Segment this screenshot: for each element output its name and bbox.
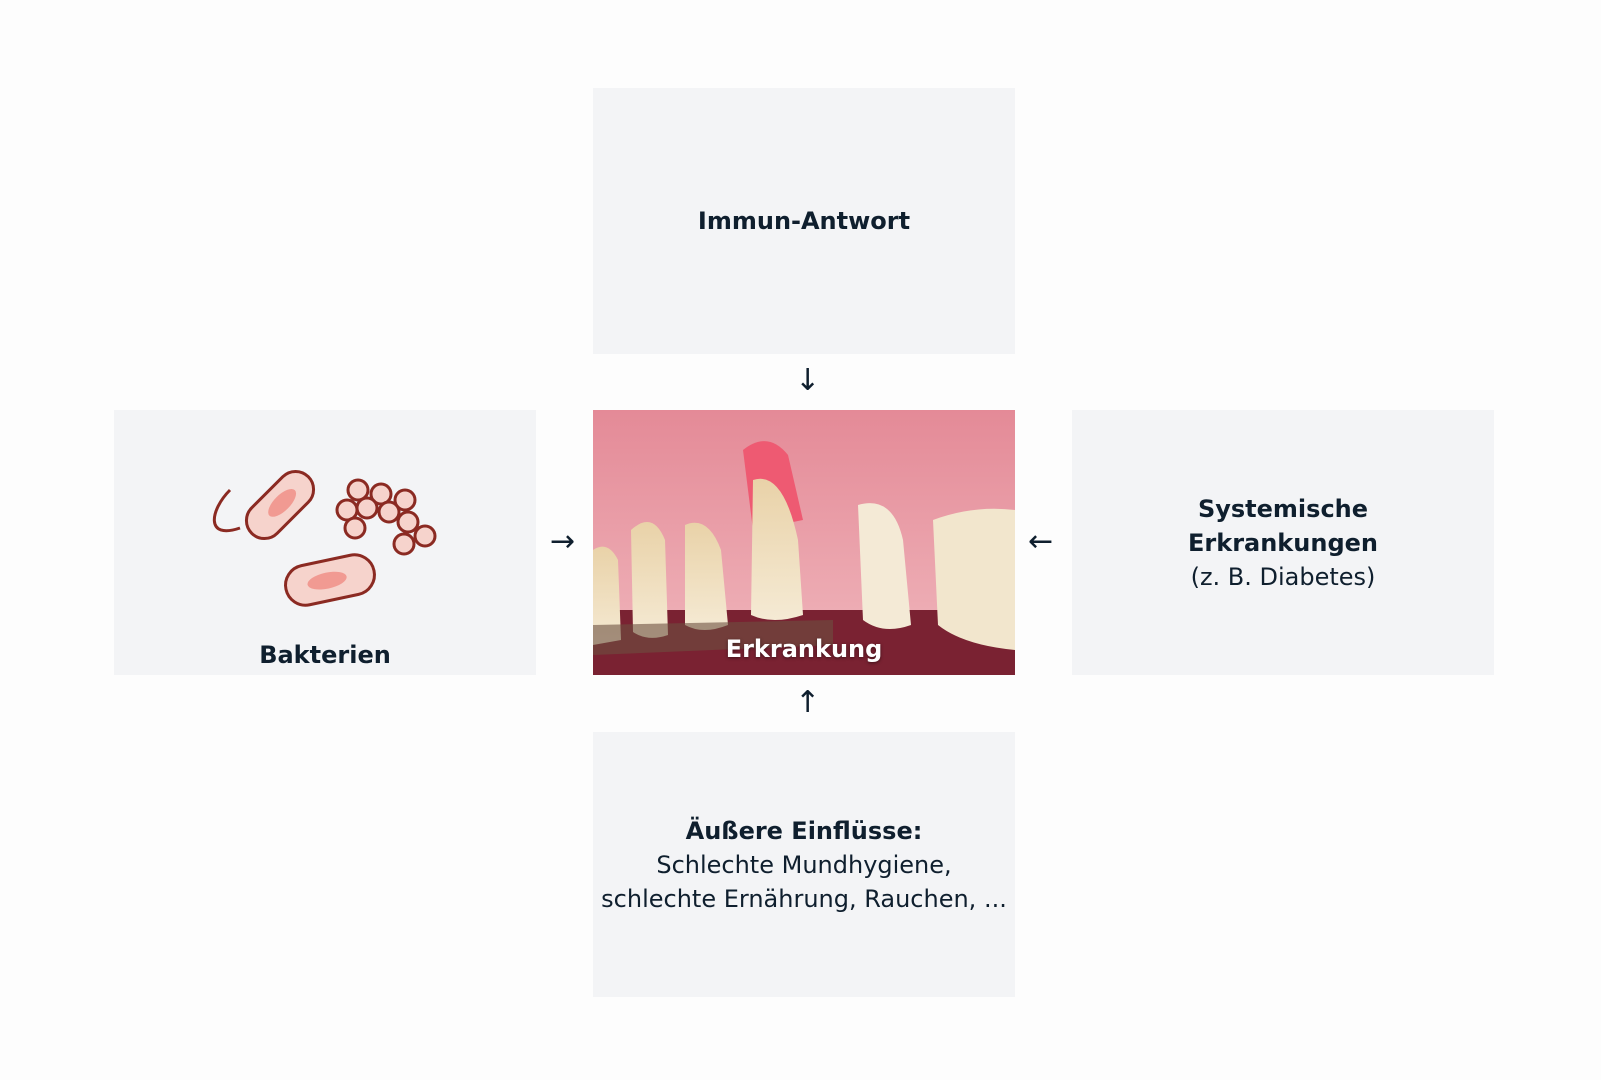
external-title: Äußere Einflüsse:	[685, 816, 923, 845]
systemic-diseases-box: Systemische Erkrankungen (z. B. Diabetes…	[1072, 410, 1494, 675]
disease-title: Erkrankung	[725, 635, 883, 663]
arrow-right-icon: →	[550, 524, 576, 559]
systemic-subtitle: (z. B. Diabetes)	[1190, 562, 1376, 591]
bacteria-box: Bakterien	[114, 410, 536, 675]
external-influences-box: Äußere Einflüsse: Schlechte Mundhygiene,…	[593, 732, 1015, 997]
systemic-title-line2: Erkrankungen	[1188, 528, 1378, 557]
arrow-down-icon: ↓	[795, 363, 821, 398]
arrow-up-icon: ↑	[795, 685, 821, 720]
immune-response-box: Immun-Antwort	[593, 88, 1015, 354]
external-line2: schlechte Ernährung, Rauchen, ...	[601, 884, 1007, 913]
bacteria-title: Bakterien	[259, 641, 391, 669]
bacteria-icon	[212, 469, 437, 607]
arrow-left-icon: ←	[1028, 524, 1054, 559]
systemic-title-line1: Systemische	[1197, 494, 1369, 523]
external-line1: Schlechte Mundhygiene,	[656, 850, 952, 879]
teeth-photo	[593, 410, 1015, 675]
immune-response-title: Immun-Antwort	[697, 207, 911, 235]
disease-box: Erkrankung	[593, 410, 1015, 675]
